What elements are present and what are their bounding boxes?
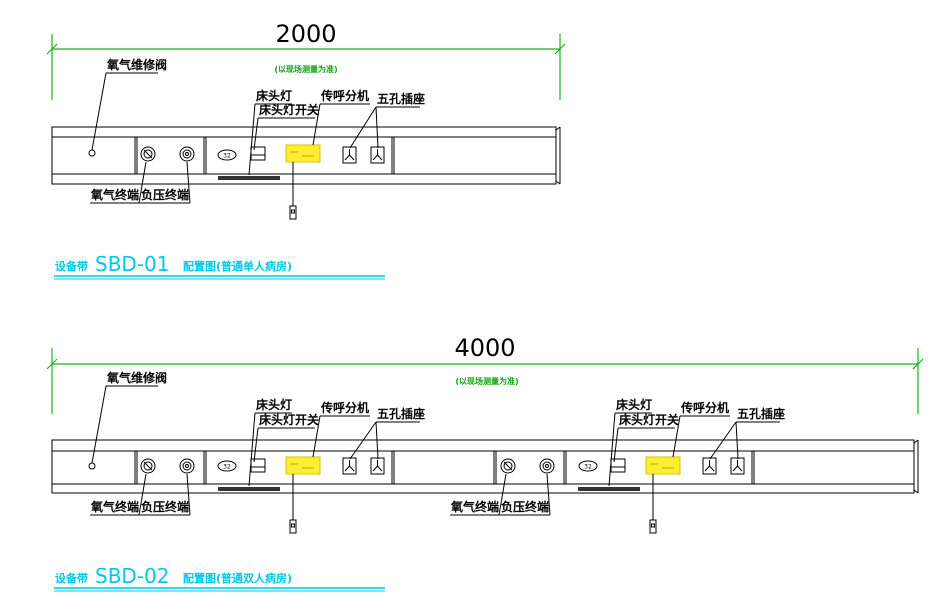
- label-bed-light-switch: 床头灯开关: [259, 102, 319, 117]
- dimension-line-1: [46, 34, 566, 100]
- label-oxygen-terminal: 氧气终端: [90, 187, 139, 202]
- bed-light-icon: [250, 458, 266, 473]
- caption-code: SBD-02: [95, 564, 169, 588]
- vacuum-terminal-icon: [539, 458, 555, 474]
- svg-text:32: 32: [223, 464, 231, 471]
- bed-light-icon: [610, 458, 626, 473]
- svg-text:32: 32: [584, 464, 592, 471]
- call-unit-icon: [285, 144, 321, 163]
- label-oxygen-valve: 氧气维修阀: [106, 57, 167, 72]
- oxygen-terminal-icon: [140, 458, 156, 474]
- caption-prefix: 设备带: [55, 259, 88, 273]
- bed-light-switch-icon: 32: [217, 460, 237, 472]
- vacuum-terminal-icon: [179, 458, 195, 474]
- label-call-unit: 传呼分机: [320, 88, 369, 103]
- label-oxygen-valve: 氧气维修阀: [106, 370, 167, 385]
- light-rail: [218, 176, 280, 180]
- label-bed-light-switch: 床头灯开关: [619, 412, 679, 427]
- bed-light-icon: [250, 146, 266, 161]
- caption-suffix: 配置图(普通单人病房): [183, 259, 292, 273]
- socket-icon: [370, 457, 385, 475]
- equipment-strip-1: [51, 126, 561, 185]
- label-socket: 五孔插座: [377, 91, 425, 106]
- oxygen-terminal-icon: [500, 458, 516, 474]
- socket-icon: [342, 146, 357, 164]
- label-bed-light-switch: 床头灯开关: [259, 412, 319, 427]
- label-oxygen-terminal: 氧气终端: [90, 499, 139, 514]
- equipment-strip-2: [51, 439, 919, 494]
- leader-lines-1: [90, 72, 420, 204]
- svg-text:32: 32: [223, 153, 231, 160]
- oxygen-valve-icon: [88, 462, 96, 470]
- measurement-note-1: (以现场测量为准): [274, 64, 337, 74]
- dimension-value-1: 2000: [275, 20, 336, 48]
- caption-prefix: 设备带: [55, 571, 88, 585]
- oxygen-terminal-icon: [140, 146, 156, 162]
- label-vacuum-terminal: 负压终端: [141, 499, 189, 514]
- label-socket: 五孔插座: [377, 406, 425, 421]
- dimension-value-2: 4000: [454, 334, 515, 362]
- measurement-note-2: (以现场测量为准): [455, 376, 518, 386]
- socket-icon: [342, 457, 357, 475]
- caption-code: SBD-01: [95, 252, 169, 276]
- socket-icon: [730, 457, 745, 475]
- socket-icon: [370, 146, 385, 164]
- caption-2: 设备带 SBD-02 配置图(普通双人病房): [54, 564, 385, 592]
- label-socket: 五孔插座: [737, 406, 785, 421]
- call-handset-icon: [289, 474, 297, 534]
- light-rail: [578, 487, 640, 491]
- call-unit-icon: [285, 456, 321, 475]
- label-call-unit: 传呼分机: [320, 400, 369, 415]
- panel-sbd-02: 4000 (以现场测量为准): [46, 334, 924, 592]
- label-bed-light: 床头灯: [256, 88, 292, 103]
- caption-1: 设备带 SBD-01 配置图(普通单人病房): [54, 252, 385, 280]
- dimension-line-2: [46, 348, 924, 414]
- leader-lines-2: [90, 385, 780, 516]
- light-rail: [218, 487, 280, 491]
- label-call-unit: 传呼分机: [680, 400, 729, 415]
- call-handset-icon: [289, 162, 297, 220]
- label-vacuum-terminal: 负压终端: [141, 187, 189, 202]
- bed-light-switch-icon: 32: [217, 149, 237, 161]
- socket-icon: [702, 457, 717, 475]
- vacuum-terminal-icon: [179, 146, 195, 162]
- panel-sbd-01: 2000 (以现场测量为准) 32: [46, 20, 566, 280]
- caption-suffix: 配置图(普通双人病房): [183, 571, 292, 585]
- label-bed-light: 床头灯: [616, 397, 652, 412]
- call-unit-icon: [645, 456, 681, 475]
- label-vacuum-terminal: 负压终端: [501, 499, 549, 514]
- label-oxygen-terminal: 氧气终端: [450, 499, 499, 514]
- oxygen-valve-icon: [88, 149, 96, 157]
- call-handset-icon: [649, 474, 657, 534]
- label-bed-light: 床头灯: [256, 397, 292, 412]
- bed-light-switch-icon: 32: [578, 460, 598, 472]
